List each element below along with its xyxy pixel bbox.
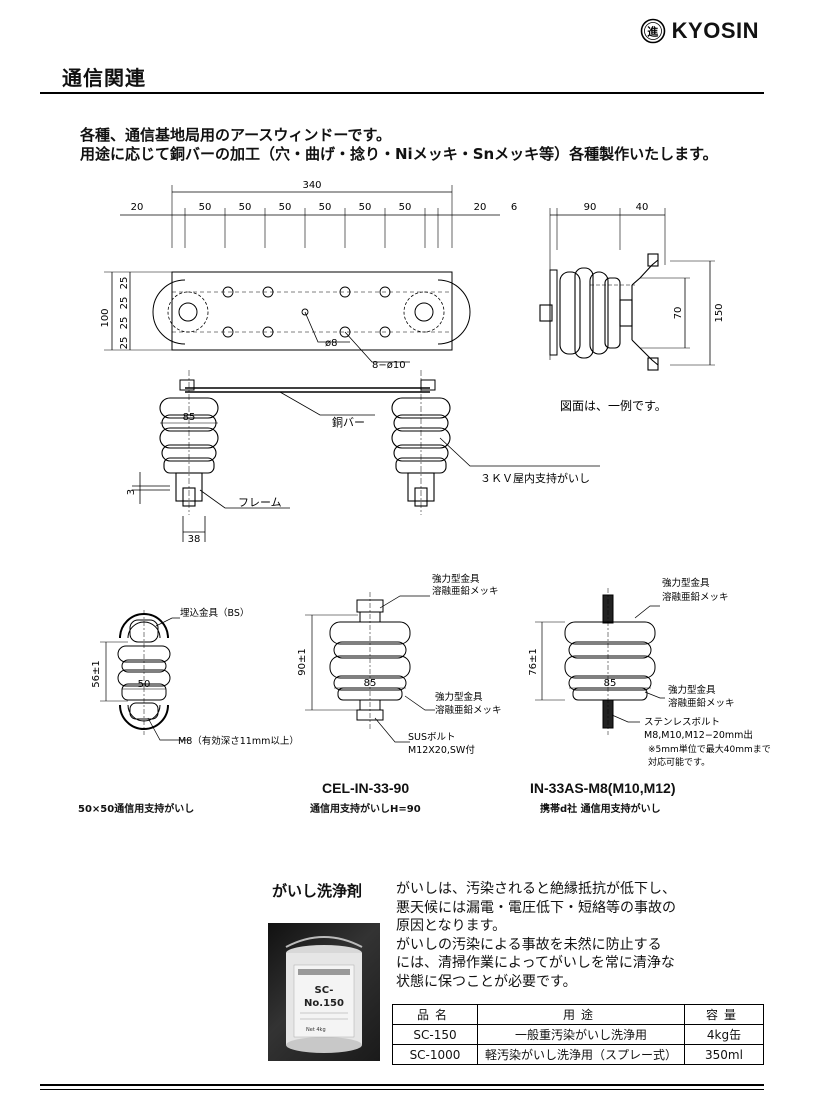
dim-side-h2: 150 bbox=[714, 303, 725, 322]
drawing-note: 図面は、一例です。 bbox=[560, 399, 667, 413]
p3-label-fitting: 強力型金具 bbox=[662, 577, 710, 589]
table-header-row: 品名 用途 容量 bbox=[392, 1004, 764, 1025]
th-name: 品名 bbox=[392, 1004, 478, 1025]
dim-38: 38 bbox=[188, 534, 201, 545]
dim-seg: 50 bbox=[239, 202, 252, 213]
dim-seg: 20 bbox=[474, 202, 487, 213]
dim-hole-small: ø8 bbox=[325, 338, 337, 349]
p3-label-bolt: ステンレスボルト bbox=[644, 717, 720, 728]
section-title: 通信関連 bbox=[62, 66, 146, 90]
p1-dim-height: 56±1 bbox=[91, 660, 102, 687]
insulator-products-drawing: 56±1 50 90±1 85 76±1 85 埋込金具（BS） M8（有効深さ… bbox=[91, 573, 771, 768]
dim-height-total: 100 bbox=[100, 308, 111, 327]
dim-side: 90 bbox=[584, 202, 597, 213]
p2-code: CEL-IN-33-90 bbox=[322, 780, 410, 796]
cleaner-line: 状態に保つことが必要です。 bbox=[396, 973, 577, 990]
dim-seg: 50 bbox=[399, 202, 412, 213]
cell-capacity: 350ml bbox=[684, 1044, 764, 1065]
dim-height-seg: 25 bbox=[119, 297, 130, 310]
p3-name: 携帯d社 通信用支持がいし bbox=[540, 804, 661, 815]
p2-dim-height: 90±1 bbox=[297, 648, 308, 675]
cell-name: SC-150 bbox=[392, 1024, 478, 1045]
p2-label-plating: 溶融亜鉛メッキ bbox=[432, 585, 499, 597]
cleaner-description: がいしは、汚染されると絶縁抵抗が低下し、 悪天候には漏電・電圧低下・短絡等の事故… bbox=[396, 880, 706, 991]
p3-label-note-2: 対応可能です。 bbox=[648, 756, 710, 768]
dim-seg: 50 bbox=[359, 202, 372, 213]
cleaner-line: 原因となります。 bbox=[396, 918, 507, 934]
cleaner-can-image: SC- No.150 Net 4kg bbox=[285, 936, 363, 1053]
p2-name: 通信用支持がいしH=90 bbox=[310, 804, 421, 815]
cleaner-title: がいし洗浄剤 bbox=[272, 882, 363, 900]
dim-side: 6 bbox=[511, 202, 517, 213]
dim-seg: 50 bbox=[279, 202, 292, 213]
cell-usage: 一般重汚染がいし洗浄用 bbox=[477, 1024, 685, 1045]
footer-rule-2 bbox=[40, 1089, 764, 1090]
cleaner-line: には、清掃作業によってがいしを常に清浄な bbox=[396, 955, 675, 971]
dim-3: 3 bbox=[126, 489, 137, 495]
can-label-1: SC- bbox=[315, 985, 334, 996]
can-label-3: Net 4kg bbox=[306, 1027, 326, 1033]
p3-code: IN-33AS-M8(M10,M12) bbox=[530, 780, 676, 796]
cell-name: SC-1000 bbox=[392, 1044, 478, 1065]
footer-rule-1 bbox=[40, 1084, 764, 1086]
p2-label-bolt: SUSボルト bbox=[408, 732, 456, 743]
cleaner-line: がいしの汚染による事故を未然に防止する bbox=[396, 936, 662, 953]
cleaner-line: 悪天候には漏電・電圧低下・短絡等の事故の bbox=[396, 899, 676, 916]
p3-label-bolt-spec: M8,M10,M12−20mm出 bbox=[644, 729, 753, 741]
p3-label-fitting-2: 強力型金具 bbox=[668, 684, 716, 696]
brand-name: KYOSIN bbox=[671, 18, 759, 43]
p1-label-embed: 埋込金具（BS） bbox=[180, 607, 249, 619]
p2-label-fitting: 強力型金具 bbox=[432, 573, 480, 585]
dim-seg: 50 bbox=[199, 202, 212, 213]
intro-line-2: 用途に応じて銅バーの加工（穴・曲げ・捻り・Niメッキ・Snメッキ等）各種製作いた… bbox=[80, 145, 718, 163]
table-row: SC-150 一般重汚染がいし洗浄用 4kg缶 bbox=[392, 1024, 764, 1045]
brand-logo: 進 KYOSIN bbox=[640, 18, 759, 44]
p2-label-fitting-2: 強力型金具 bbox=[435, 691, 483, 703]
kyosin-seal-icon: 進 bbox=[640, 18, 665, 44]
dim-height-seg: 25 bbox=[119, 277, 130, 290]
p1-label-m8: M8（有効深さ11mm以上） bbox=[178, 735, 299, 747]
cell-usage: 軽汚染がいし洗浄用（スプレー式） bbox=[477, 1044, 685, 1065]
intro-text: 各種、通信基地局用のアースウィンドーです。 用途に応じて銅バーの加工（穴・曲げ・… bbox=[80, 126, 718, 164]
cell-capacity: 4kg缶 bbox=[684, 1024, 764, 1045]
p1-name: 50×50通信用支持がいし bbox=[78, 804, 195, 815]
p3-label-plating: 溶融亜鉛メッキ bbox=[662, 591, 729, 603]
th-capacity: 容量 bbox=[684, 1004, 764, 1025]
dim-seg: 20 bbox=[131, 202, 144, 213]
th-usage: 用途 bbox=[477, 1004, 685, 1025]
p2-label-plating-2: 溶融亜鉛メッキ bbox=[435, 704, 502, 716]
p2-label-bolt-spec: M12X20,SW付 bbox=[408, 745, 475, 756]
dim-overall: 340 bbox=[302, 180, 321, 191]
p3-label-plating-2: 溶融亜鉛メッキ bbox=[668, 697, 735, 709]
dim-holes: 8−ø10 bbox=[372, 360, 406, 371]
svg-text:進: 進 bbox=[647, 25, 659, 39]
dim-seg: 50 bbox=[319, 202, 332, 213]
dim-height-seg: 25 bbox=[119, 317, 130, 330]
dim-side: 40 bbox=[636, 202, 649, 213]
intro-line-1: 各種、通信基地局用のアースウィンドーです。 bbox=[80, 126, 391, 144]
label-copper-bar: 銅バー bbox=[332, 415, 365, 429]
dim-width: 85 bbox=[183, 412, 196, 423]
p1-dim-width: 50 bbox=[138, 679, 151, 690]
cleaner-line: がいしは、汚染されると絶縁抵抗が低下し、 bbox=[396, 881, 676, 897]
p2-dim-width: 85 bbox=[364, 678, 377, 689]
cleaner-can-photo: SC- No.150 Net 4kg bbox=[268, 923, 380, 1061]
cleaner-spec-table: 品名 用途 容量 SC-150 一般重汚染がいし洗浄用 4kg缶 SC-1000… bbox=[392, 1004, 764, 1065]
label-frame: フレーム bbox=[238, 496, 282, 509]
p3-dim-height: 76±1 bbox=[528, 648, 539, 675]
dim-side-h1: 70 bbox=[673, 307, 684, 320]
can-label-2: No.150 bbox=[304, 998, 344, 1009]
table-row: SC-1000 軽汚染がいし洗浄用（スプレー式） 350ml bbox=[392, 1044, 764, 1065]
p3-label-note: ※5mm単位で最大40mmまで bbox=[648, 743, 771, 755]
earth-window-drawing: 340 20 50 50 50 50 50 50 20 100 25 25 25… bbox=[100, 180, 725, 545]
p3-dim-width: 85 bbox=[604, 678, 617, 689]
label-insulator: ３ＫＶ屋内支持がいし bbox=[480, 471, 590, 485]
dim-height-seg: 25 bbox=[119, 337, 130, 350]
title-rule bbox=[40, 92, 764, 94]
